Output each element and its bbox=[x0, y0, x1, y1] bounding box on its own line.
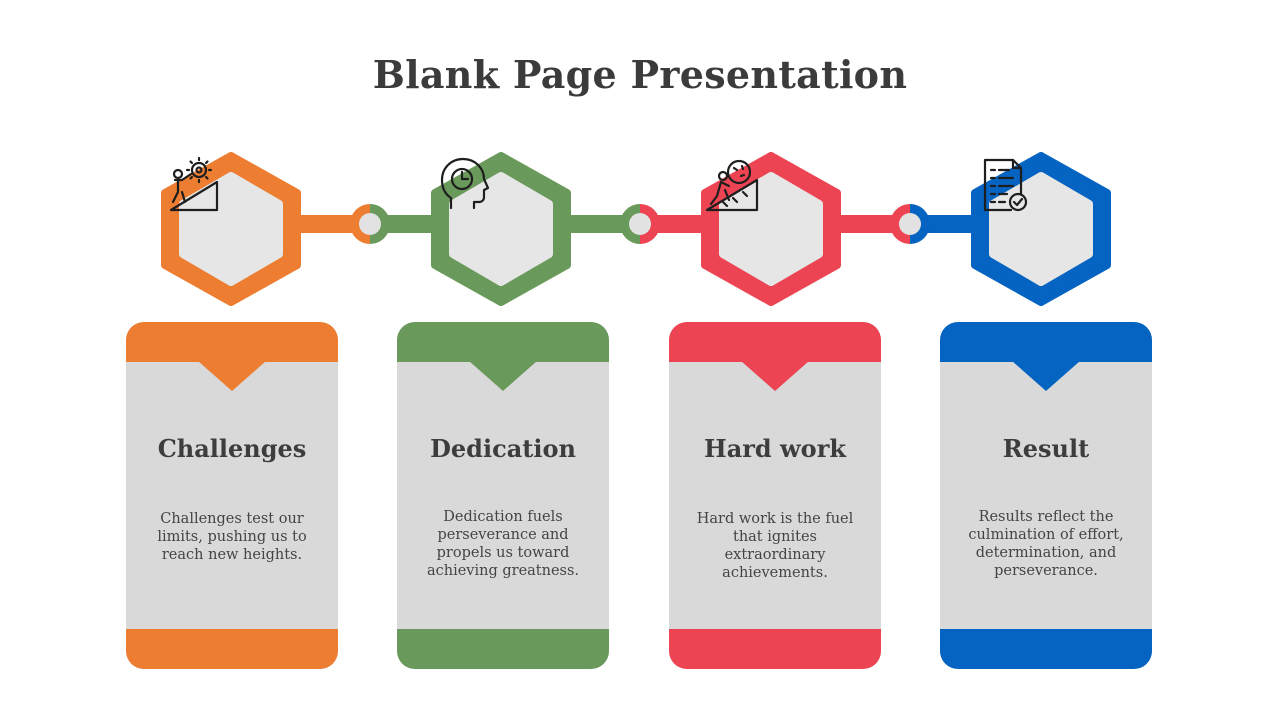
card-header-band bbox=[669, 322, 881, 362]
page-title: Blank Page Presentation bbox=[372, 52, 908, 97]
card-footer-band bbox=[669, 629, 881, 669]
joint-circle-1 bbox=[350, 204, 390, 244]
card-description: Results reflect the culmination of effor… bbox=[968, 509, 1124, 579]
head-clock-icon bbox=[440, 157, 490, 210]
hexagon-challenges bbox=[161, 152, 301, 306]
card-description: Dedication fuels perseverance and propel… bbox=[426, 509, 580, 579]
card-title: Result bbox=[1002, 434, 1090, 463]
timeline-connectors bbox=[295, 204, 980, 244]
hexagon-dedication bbox=[431, 152, 571, 306]
hexagon-result bbox=[971, 152, 1111, 306]
card-result: Result Results reflect the culmination o… bbox=[940, 322, 1152, 669]
card-title: Challenges bbox=[157, 434, 307, 463]
card-description: Challenges test our limits, pushing us t… bbox=[157, 511, 307, 563]
card-footer-band bbox=[940, 629, 1152, 669]
document-check-icon bbox=[983, 158, 1028, 212]
card-footer-band bbox=[397, 629, 609, 669]
card-header-band bbox=[940, 322, 1152, 362]
card-title: Hard work bbox=[704, 434, 846, 463]
card-pointer bbox=[1012, 361, 1080, 391]
card-header-band bbox=[126, 322, 338, 362]
climbing-gear-icon bbox=[169, 156, 219, 212]
card-description: Hard work is the fuel that ignites extra… bbox=[696, 511, 854, 581]
joint-circle-3 bbox=[890, 204, 930, 244]
card-pointer bbox=[198, 361, 266, 391]
card-pointer bbox=[741, 361, 809, 391]
card-hard-work: Hard work Hard work is the fuel that ign… bbox=[669, 322, 881, 669]
card-challenges: Challenges Challenges test our limits, p… bbox=[126, 322, 338, 669]
card-header-band bbox=[397, 322, 609, 362]
card-title: Dedication bbox=[430, 434, 576, 463]
card-footer-band bbox=[126, 629, 338, 669]
card-pointer bbox=[469, 361, 537, 391]
joint-circle-2 bbox=[620, 204, 660, 244]
card-dedication: Dedication Dedication fuels perseverance… bbox=[397, 322, 609, 669]
pushing-boulder-icon bbox=[705, 159, 759, 212]
hexagon-hard-work bbox=[701, 152, 841, 306]
